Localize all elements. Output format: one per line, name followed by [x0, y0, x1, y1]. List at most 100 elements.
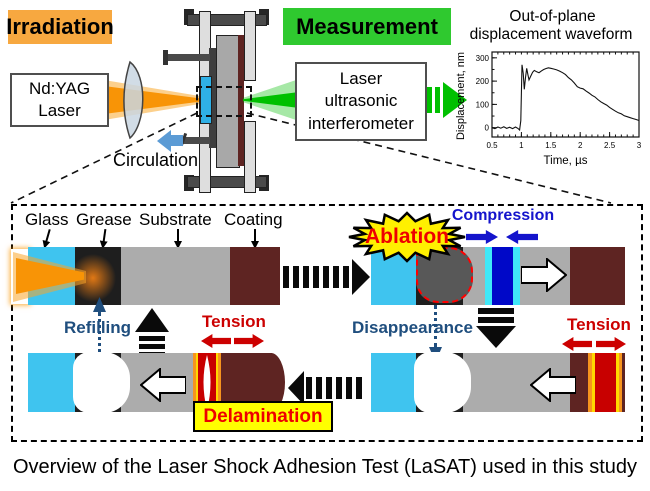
- waveform-title-line2: displacement waveform: [469, 26, 633, 43]
- stripe-orange: [218, 353, 221, 412]
- shaft: [177, 229, 179, 242]
- arrowhead: [476, 326, 516, 348]
- dash-bar: [333, 266, 339, 288]
- dash-bar: [316, 377, 322, 399]
- glass-layer: [371, 353, 416, 412]
- svg-text:200: 200: [476, 77, 490, 86]
- shock-arrow-left-icon: [140, 368, 186, 402]
- stripe-yellow: [616, 353, 619, 412]
- svg-text:0.5: 0.5: [486, 141, 498, 150]
- cycle-arrow-up: [135, 308, 169, 357]
- stripe-orange: [619, 353, 622, 412]
- ablation-starburst: Ablation: [346, 211, 468, 263]
- ndyag-line1: Nd:YAG: [28, 78, 91, 98]
- holder-glass: [200, 76, 212, 124]
- measurement-label: Measurement: [283, 8, 451, 45]
- svg-text:2.5: 2.5: [604, 141, 616, 150]
- dash-bar: [306, 377, 312, 399]
- interferometer-box: Laser ultrasonic interferometer: [295, 62, 427, 141]
- svg-text:1.5: 1.5: [545, 141, 557, 150]
- arrowhead: [288, 371, 304, 405]
- transition-arrow-left: [288, 371, 362, 405]
- head: [251, 241, 259, 249]
- coating-layer: [570, 247, 625, 305]
- coating-pointer-arrow: [250, 229, 260, 249]
- holder-coating: [238, 35, 244, 166]
- dash-bar: [293, 266, 299, 288]
- dash-bar: [356, 377, 362, 399]
- refilling-dotted-line: [98, 312, 101, 384]
- upper-tube-fitting: [163, 50, 168, 65]
- dash-bar: [283, 266, 289, 288]
- dash-bar: [478, 308, 514, 314]
- focus-lens-icon: [123, 60, 144, 140]
- dash-bar: [139, 336, 165, 341]
- compression-wave-edge: [513, 247, 520, 305]
- refilling-label: Refilling: [64, 318, 132, 337]
- crack-lens-icon: [203, 355, 211, 410]
- compression-wave-edge: [485, 247, 492, 305]
- shaft: [45, 229, 51, 243]
- dash-bar: [323, 266, 329, 288]
- upper-tube: [166, 54, 210, 61]
- interferometer-line1: Laser: [339, 68, 383, 88]
- sample-holder: [150, 5, 280, 195]
- starburst-icon: [348, 211, 466, 263]
- transition-arrow-right: [283, 259, 370, 295]
- holder-substrate: [216, 35, 240, 168]
- tension-label-left: Tension: [202, 312, 266, 331]
- layer-label-glass: Glass: [25, 210, 69, 229]
- coating-layer: [230, 247, 280, 305]
- sample-zoom-rect: [196, 86, 252, 117]
- substrate-pointer-arrow: [173, 229, 183, 249]
- substrate-layer: [121, 247, 230, 305]
- circulation-label: Circulation: [113, 150, 199, 170]
- shaft: [102, 228, 107, 243]
- shock-arrow-right-icon: [521, 258, 567, 292]
- dash-bar: [313, 266, 319, 288]
- dash-bar: [346, 377, 352, 399]
- disappearance-label: Disappearance: [352, 318, 473, 337]
- stripe-orange: [193, 353, 196, 412]
- ndyag-line2: Laser: [38, 101, 81, 120]
- svg-text:Time, µs: Time, µs: [544, 155, 588, 166]
- dash-bar: [139, 344, 165, 349]
- coating-layer: [622, 353, 625, 412]
- layer-label-grease: Grease: [76, 210, 132, 229]
- ablation-label: Ablation: [365, 225, 449, 248]
- shock-arrow-left-icon: [530, 368, 576, 402]
- svg-text:0: 0: [485, 124, 490, 133]
- holder-right-plate-top: [244, 11, 256, 81]
- holder-right-plate-bottom: [244, 121, 256, 193]
- layer-label-substrate: Substrate: [139, 210, 212, 229]
- coating-bulge: [265, 353, 285, 412]
- arrowhead: [352, 259, 370, 295]
- coating-layer: [570, 353, 588, 412]
- dash-bar: [478, 317, 514, 323]
- svg-text:Displacement, nm: Displacement, nm: [455, 52, 467, 140]
- dash-bar: [427, 87, 432, 113]
- svg-text:300: 300: [476, 54, 490, 63]
- waveform-title-line1: Out-of-plane: [509, 8, 596, 25]
- lower-tube: [181, 137, 210, 144]
- irradiation-label: Irradiation: [6, 10, 114, 44]
- dash-bar: [336, 377, 342, 399]
- disappearance-dotted-line: [434, 305, 437, 347]
- holder-spacer: [209, 48, 216, 148]
- glass-layer: [28, 353, 75, 412]
- dash-bar: [303, 266, 309, 288]
- layer-label-coating: Coating: [224, 210, 283, 229]
- stripe-yellow: [216, 353, 218, 412]
- dash-bar: [435, 87, 440, 113]
- delamination-label: Delamination: [193, 401, 333, 432]
- svg-text:1: 1: [519, 141, 524, 150]
- head: [174, 241, 182, 249]
- transition-arrow-down: [476, 308, 516, 350]
- compression-label: Compression: [451, 207, 555, 224]
- shaft: [254, 229, 256, 242]
- void-blob: [73, 352, 130, 413]
- ndyag-laser-box: Nd:YAG Laser: [10, 73, 109, 127]
- signal-arrow-icon: [427, 82, 469, 118]
- compression-wave-stripe: [492, 247, 513, 305]
